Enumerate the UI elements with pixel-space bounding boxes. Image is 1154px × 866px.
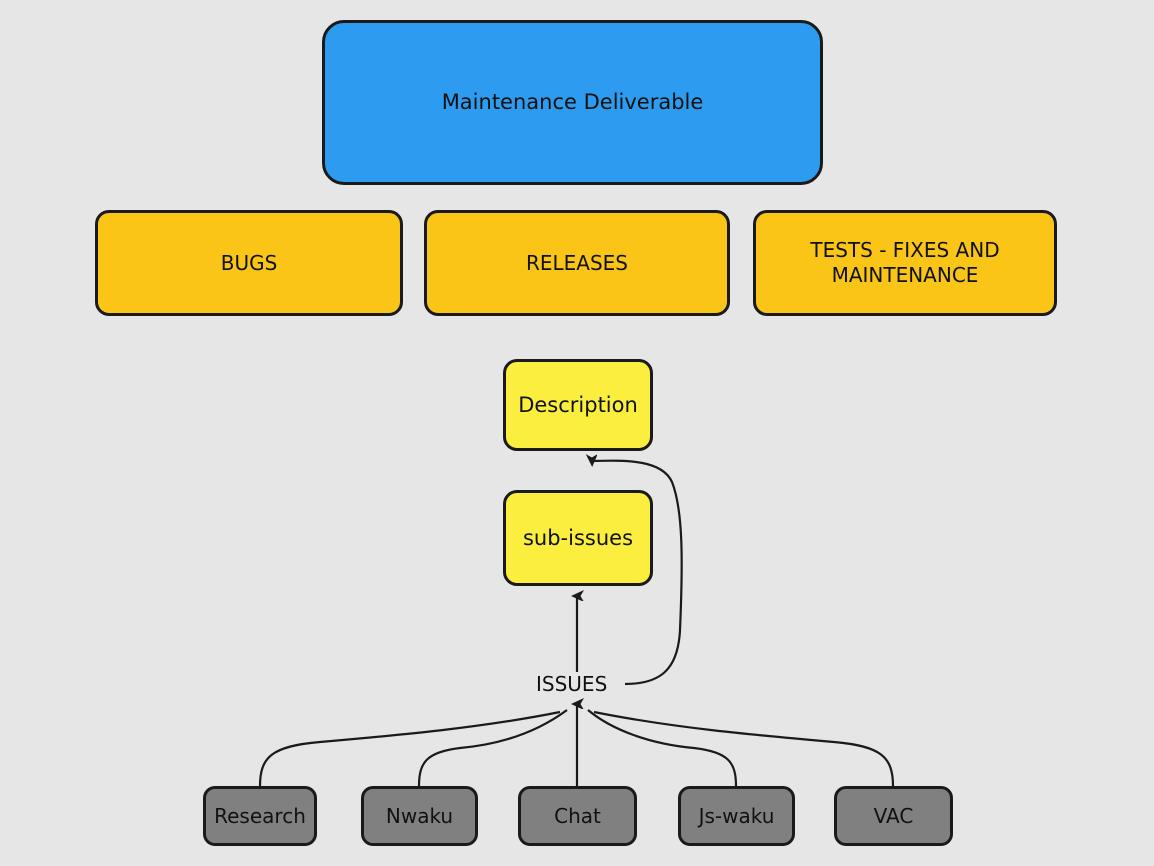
edge-label-issues: ISSUES: [533, 674, 611, 694]
node-label: sub-issues: [522, 525, 634, 550]
node-label: VAC: [873, 803, 914, 828]
node-maintenance-deliverable[interactable]: Maintenance Deliverable: [322, 20, 823, 185]
node-vac[interactable]: VAC: [834, 786, 953, 846]
node-nwaku[interactable]: Nwaku: [361, 786, 478, 846]
node-sub-issues[interactable]: sub-issues: [503, 490, 653, 586]
node-label: Js-waku: [698, 803, 775, 828]
node-label: Nwaku: [385, 803, 454, 828]
node-label: BUGS: [220, 250, 278, 275]
node-js-waku[interactable]: Js-waku: [678, 786, 795, 846]
edge-research-to-issues: [258, 710, 561, 787]
edge-jswaku-to-issues: [587, 709, 738, 787]
node-chat[interactable]: Chat: [518, 786, 637, 846]
node-releases[interactable]: RELEASES: [424, 210, 730, 316]
node-label: Research: [214, 803, 306, 828]
source-to-issues-edges: [258, 709, 895, 787]
node-label: TESTS - FIXES AND MAINTENANCE: [810, 238, 1000, 287]
edge-issues-to-description: [592, 461, 683, 686]
node-label: Description: [518, 392, 638, 417]
node-tests-fixes-and-maintenance[interactable]: TESTS - FIXES AND MAINTENANCE: [753, 210, 1057, 316]
edge-vac-to-issues: [593, 710, 895, 787]
node-research[interactable]: Research: [203, 786, 317, 846]
edge-nwaku-to-issues: [417, 709, 568, 787]
node-bugs[interactable]: BUGS: [95, 210, 403, 316]
node-label: RELEASES: [525, 250, 629, 275]
node-label: Maintenance Deliverable: [441, 90, 704, 115]
node-label: Chat: [554, 803, 601, 828]
node-description[interactable]: Description: [503, 359, 653, 451]
